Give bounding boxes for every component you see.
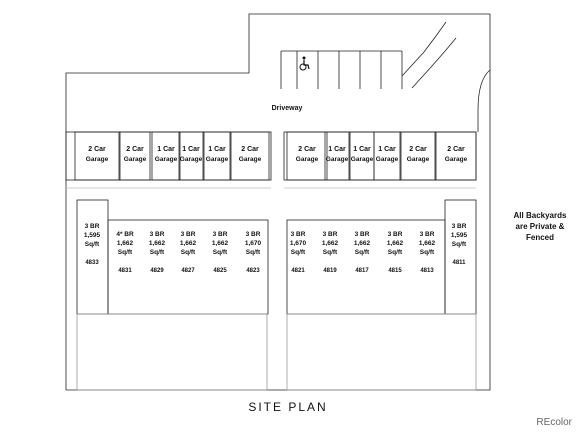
garage-label: Garage — [445, 156, 468, 163]
unit-sqft: 1,662 — [180, 240, 197, 247]
unit-sqft-label: Sq/ft — [85, 241, 100, 248]
backyard-note: All Backyards are Private & Fenced — [500, 210, 576, 243]
garage-label: Garage — [86, 156, 109, 163]
unit-sqft-label: Sq/ft — [213, 249, 228, 256]
garage-size-label: 2 Car — [241, 146, 259, 153]
garage-label: Garage — [124, 156, 147, 163]
garage-label: Garage — [206, 156, 229, 163]
unit-sqft: 1,595 — [451, 232, 468, 239]
unit-sqft-label: Sq/ft — [420, 249, 435, 256]
unit-sqft: 1,662 — [149, 240, 166, 247]
unit-number: 4821 — [291, 268, 305, 274]
unit-number: 4823 — [246, 268, 260, 274]
garage-box — [435, 131, 477, 181]
garage-label: Garage — [239, 156, 262, 163]
unit-bedrooms: 3 BR — [85, 223, 100, 230]
site-plan-title: SITE PLAN — [248, 400, 328, 414]
backyard-note-line2: are Private & — [515, 222, 565, 231]
garage-size-label: 2 Car — [298, 146, 316, 153]
unit-number: 4817 — [355, 268, 369, 274]
garage-label: Garage — [155, 156, 178, 163]
unit-sqft: 1,595 — [84, 232, 101, 239]
unit-bedrooms: 3 BR — [150, 231, 165, 238]
garage-size-label: 2 Car — [88, 146, 106, 153]
garage-label: Garage — [326, 156, 349, 163]
unit-sqft-label: Sq/ft — [150, 249, 165, 256]
unit-number: 4813 — [420, 268, 434, 274]
garage-box — [400, 131, 436, 181]
unit-bedrooms: 3 BR — [452, 223, 467, 230]
garage-size-label: 1 Car — [378, 146, 396, 153]
garage-size-label: 2 Car — [126, 146, 144, 153]
unit-sqft-label: Sq/ft — [246, 249, 261, 256]
unit-number: 4819 — [323, 268, 337, 274]
unit-sqft: 1,662 — [387, 240, 404, 247]
garage-box — [74, 131, 120, 181]
unit-sqft-label: Sq/ft — [118, 249, 133, 256]
parking-stalls — [280, 21, 457, 89]
unit-bedrooms: 4* BR — [116, 231, 134, 238]
unit-sqft-label: Sq/ft — [355, 249, 370, 256]
garage-size-label: 2 Car — [409, 146, 427, 153]
unit-number: 4815 — [388, 268, 402, 274]
garage-box — [151, 131, 181, 181]
garage-size-label: 1 Car — [208, 146, 226, 153]
unit-bedrooms: 3 BR — [291, 231, 306, 238]
garage-size-label: 2 Car — [447, 146, 465, 153]
garage-box — [119, 131, 151, 181]
unit-number: 4825 — [213, 268, 227, 274]
garage-box — [230, 131, 270, 181]
garage-box — [324, 131, 350, 181]
watermark: REcolor — [536, 417, 572, 428]
unit-sqft: 1,662 — [212, 240, 229, 247]
unit-sqft-label: Sq/ft — [323, 249, 338, 256]
garage-box — [178, 131, 204, 181]
unit-sqft: 1,662 — [419, 240, 436, 247]
backyard-note-line3: Fenced — [525, 233, 554, 242]
wheelchair-icon — [299, 56, 310, 71]
unit-bedrooms: 3 BR — [355, 231, 370, 238]
unit-sqft: 1,662 — [322, 240, 339, 247]
unit-bedrooms: 3 BR — [246, 231, 261, 238]
unit-sqft-label: Sq/ft — [388, 249, 403, 256]
garage-box — [286, 131, 328, 181]
garage-size-label: 1 Car — [157, 146, 175, 153]
unit-number: 4811 — [452, 260, 466, 266]
driveway-label: Driveway — [272, 105, 303, 112]
unit-sqft: 1,662 — [354, 240, 371, 247]
garage-label: Garage — [296, 156, 319, 163]
unit-number: 4827 — [181, 268, 195, 274]
garage-size-label: 1 Car — [182, 146, 200, 153]
unit-number: 4833 — [85, 260, 99, 266]
unit-sqft-label: Sq/ft — [291, 249, 306, 256]
unit-bedrooms: 3 BR — [323, 231, 338, 238]
unit-bedrooms: 3 BR — [420, 231, 435, 238]
unit-bedrooms: 3 BR — [388, 231, 403, 238]
unit-number: 4829 — [150, 268, 164, 274]
unit-sqft-label: Sq/ft — [452, 241, 467, 248]
unit-number: 4831 — [118, 268, 132, 274]
garage-size-label: 1 Car — [328, 146, 346, 153]
unit-sqft: 1,670 — [245, 240, 262, 247]
site-boundary — [65, 13, 491, 391]
unit-sqft: 1,670 — [290, 240, 307, 247]
backyard-note-line1: All Backyards — [513, 211, 567, 220]
garage-label: Garage — [351, 156, 374, 163]
garage-label: Garage — [180, 156, 203, 163]
unit-sqft: 1,662 — [117, 240, 134, 247]
garage-box — [203, 131, 231, 181]
garage-box — [373, 131, 401, 181]
unit-bedrooms: 3 BR — [181, 231, 196, 238]
garage-label: Garage — [376, 156, 399, 163]
unit-bedrooms: 3 BR — [213, 231, 228, 238]
garage-label: Garage — [407, 156, 430, 163]
unit-sqft-label: Sq/ft — [181, 249, 196, 256]
garage-size-label: 1 Car — [353, 146, 371, 153]
